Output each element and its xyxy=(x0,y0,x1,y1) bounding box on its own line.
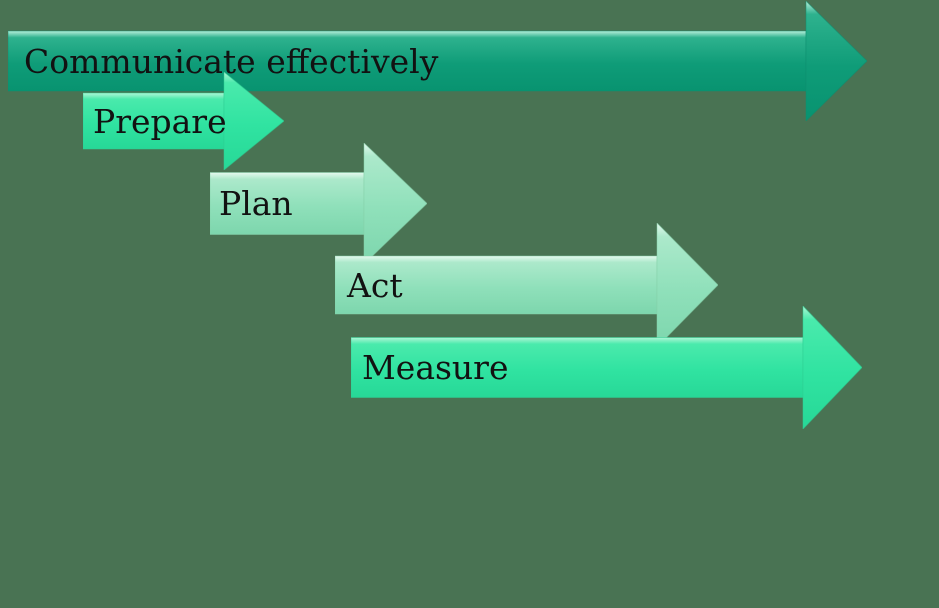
arrow-label-plan: Plan xyxy=(219,183,293,223)
arrow-head xyxy=(363,143,427,264)
arrow-act: Act xyxy=(335,223,718,347)
arrow-body xyxy=(83,92,225,150)
arrow-prepare: Prepare xyxy=(83,72,284,170)
arrow-body xyxy=(8,30,807,92)
arrow-measure: Measure xyxy=(351,306,862,429)
right-arrow-shape xyxy=(351,306,862,429)
right-arrow-shape xyxy=(83,72,284,170)
arrow-label-measure: Measure xyxy=(362,347,509,387)
right-arrow-shape xyxy=(335,223,718,347)
arrow-body xyxy=(335,255,658,315)
arrow-head xyxy=(656,223,718,347)
arrow-communicate-effectively: Communicate effectively xyxy=(8,1,867,121)
arrow-head xyxy=(805,1,867,121)
arrow-head xyxy=(223,72,284,170)
arrow-label-prepare: Prepare xyxy=(93,101,227,141)
arrow-label-act: Act xyxy=(347,265,403,305)
arrow-label-communicate-effectively: Communicate effectively xyxy=(24,41,439,81)
arrow-plan: Plan xyxy=(210,143,427,264)
right-arrow-shape xyxy=(210,143,427,264)
arrow-head xyxy=(802,306,862,429)
arrow-body xyxy=(210,172,365,235)
arrow-body xyxy=(351,337,804,398)
right-arrow-shape xyxy=(8,1,867,121)
